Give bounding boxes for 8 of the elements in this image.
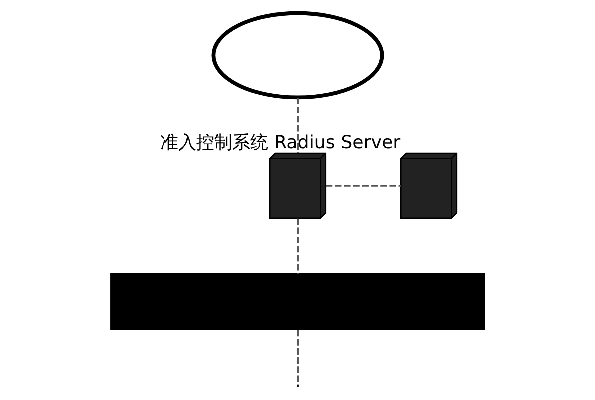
node-box (110, 273, 485, 331)
connector (296, 98, 298, 154)
node-label: Radius Server (274, 132, 400, 154)
connector (296, 330, 298, 386)
node-cloud (211, 11, 384, 100)
node-label: 准入控制系统 (160, 132, 268, 154)
connector (326, 184, 400, 187)
connector (296, 218, 298, 274)
